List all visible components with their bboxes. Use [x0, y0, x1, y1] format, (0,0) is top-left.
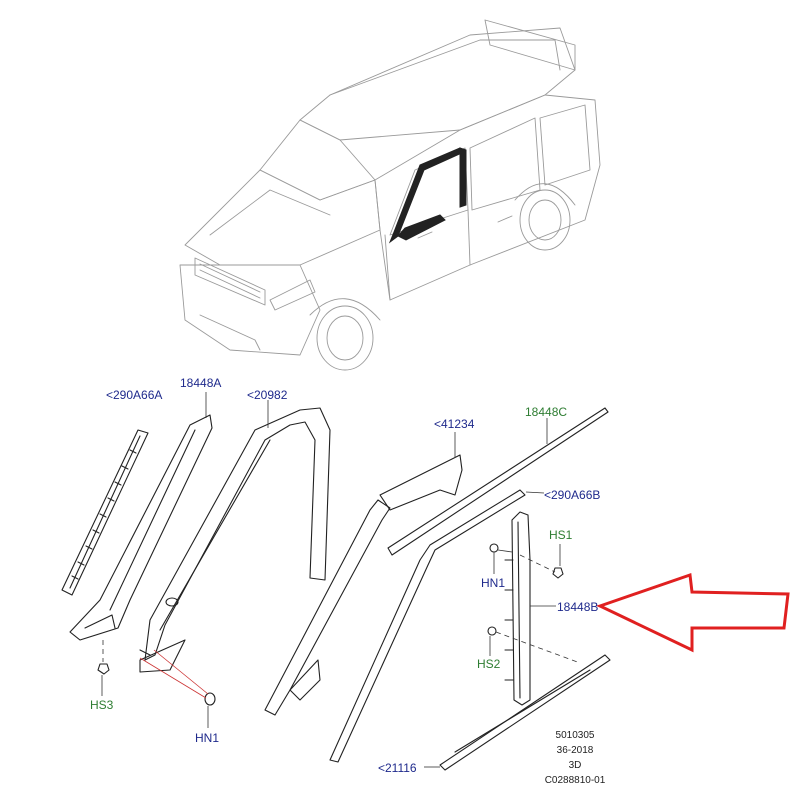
- drawing-view: 3D: [568, 760, 582, 771]
- callout-290A66A: <290A66A: [106, 388, 163, 402]
- part-18448C: [387, 407, 609, 556]
- part-290A66A: [61, 429, 149, 596]
- fastener-HN1-left: [139, 649, 216, 728]
- fastener-HS1: [519, 544, 564, 579]
- callout-HN1-right: HN1: [481, 576, 506, 590]
- drawing-code: C0288810-01: [544, 775, 606, 786]
- drawing-date: 36-2018: [556, 745, 594, 756]
- part-18448A: [69, 392, 213, 641]
- part-20982: [139, 400, 331, 673]
- part-290A66B: [329, 489, 545, 763]
- callout-18448A: 18448A: [180, 376, 222, 390]
- callout-18448C: 18448C: [525, 405, 568, 419]
- callout-20982: <20982: [247, 388, 288, 402]
- part-18448B: [504, 511, 556, 706]
- callout-HS2: HS2: [477, 657, 501, 671]
- vehicle-illustration: [179, 19, 601, 371]
- fastener-HN1-right: [489, 543, 513, 574]
- part-21116: [424, 654, 611, 771]
- callout-290A66B: <290A66B: [544, 488, 601, 502]
- callout-HS3: HS3: [90, 698, 114, 712]
- fastener-HS2: [487, 626, 581, 664]
- callout-18448B: 18448B: [557, 600, 599, 614]
- fastener-HS3: [97, 640, 110, 696]
- highlight-arrow: [596, 572, 790, 653]
- callout-21116: <21116: [378, 761, 417, 775]
- callout-HS1: HS1: [549, 528, 573, 542]
- callout-HN1-left: HN1: [195, 731, 220, 745]
- part-41234: [264, 432, 463, 716]
- callout-41234: <41234: [434, 417, 475, 431]
- drawing-number: 5010305: [555, 730, 595, 741]
